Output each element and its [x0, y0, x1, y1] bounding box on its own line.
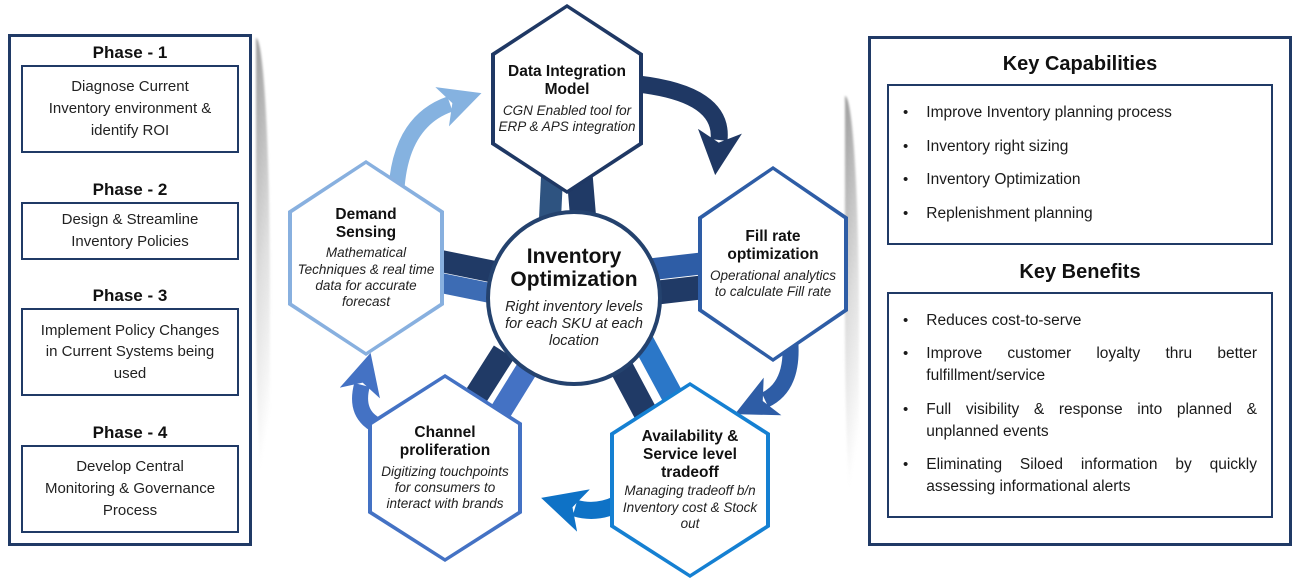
bullet-icon: • [903, 171, 909, 189]
phase-1-box: Diagnose Current Inventory environment &… [21, 65, 239, 153]
hexagon-title: Channel proliferation [399, 423, 491, 459]
phase-2-description: Design & Streamline Inventory Policies [61, 210, 199, 250]
phase-1-description: Diagnose Current Inventory environment &… [48, 78, 212, 139]
diagram-shadow [845, 96, 859, 554]
phase-3-label: Phase - 3 [92, 286, 168, 306]
capability-text: Improve Inventory planning process [926, 104, 1172, 121]
benefit-item: • Improve customer loyalty thru better fu… [903, 343, 1257, 386]
capability-item: • Replenishment planning [903, 203, 1257, 225]
phase-1-label: Phase - 1 [92, 43, 168, 62]
bullet-icon: • [903, 345, 909, 363]
spoke-demand-light [434, 272, 497, 304]
benefit-item: • Full visibility & response into planned… [903, 399, 1257, 442]
benefit-text: Improve customer loyalty thru better ful… [926, 345, 1257, 385]
hexagon-subtitle: Operational analytics to calculate Fill … [709, 267, 837, 299]
bullet-icon: • [903, 311, 909, 329]
phase-2-box: Design & Streamline Inventory Policies [21, 201, 239, 260]
hexagon-title: Data Integration Model [508, 63, 626, 98]
phase-3: Phase - 3 Implement Policy Changes in Cu… [21, 284, 239, 397]
hexagon-title: Fill rate optimization [727, 228, 819, 263]
capability-item: • Improve Inventory planning process [903, 102, 1257, 124]
phases-panel: Phase - 1 Diagnose Current Inventory env… [8, 34, 252, 546]
bullet-icon: • [903, 104, 909, 121]
capability-text: Inventory right sizing [926, 137, 1069, 155]
hexagon-subtitle: CGN Enabled tool for ERP & APS integrati… [498, 102, 636, 134]
phase-2-label: Phase - 2 [92, 179, 168, 199]
hexagon-subtitle: Mathematical Techniques & real time data… [297, 245, 435, 309]
hexagon-subtitle: Digitizing touchpoints for consumers to … [381, 463, 509, 511]
key-capabilities-heading: Key Capabilities [1002, 53, 1158, 75]
bullet-icon: • [903, 137, 909, 155]
hexagon-subtitle: Managing tradeoff b/n Inventory cost & S… [622, 483, 758, 531]
hexagon-data-integration-model: Data Integration Model CGN Enabled tool … [491, 4, 643, 194]
phase-3-description: Implement Policy Changes in Current Syst… [40, 321, 220, 383]
left-panel-shadow [256, 38, 270, 546]
benefit-item: • Reduces cost-to-serve [903, 310, 1257, 332]
phase-1: Phase - 1 Diagnose Current Inventory env… [21, 41, 239, 153]
hexagon-title: Availability & Service level tradeoff [641, 428, 739, 481]
phase-4-box: Develop Central Monitoring & Governance … [21, 444, 239, 533]
capability-item: • Inventory Optimization [903, 169, 1257, 191]
phase-4: Phase - 4 Develop Central Monitoring & G… [21, 421, 239, 533]
capability-item: • Inventory right sizing [903, 136, 1257, 158]
key-capabilities-list: • Improve Inventory planning process • Inv… [903, 102, 1257, 225]
arrow-demand-to-data [388, 87, 482, 199]
benefit-item: • Eliminating Siloed information by quick… [903, 454, 1257, 497]
bullet-icon: • [903, 400, 909, 418]
benefit-text: Reduces cost-to-serve [926, 311, 1082, 329]
benefit-text: Full visibility & response into planned … [926, 400, 1257, 440]
hub-title: Inventory Optimization [510, 245, 638, 292]
hub-inventory-optimization: Inventory Optimization Right inventory l… [486, 210, 662, 386]
phase-2: Phase - 2 Design & Streamline Inventory … [21, 178, 239, 260]
key-benefits-list: • Reduces cost-to-serve • Improve customer… [903, 310, 1257, 498]
capability-text: Replenishment planning [926, 205, 1093, 223]
arrow-data-to-fill [636, 75, 742, 176]
benefit-text: Eliminating Siloed information by quickl… [926, 456, 1257, 495]
key-benefits-heading: Key Benefits [1019, 260, 1141, 283]
phase-4-description: Develop Central Monitoring & Governance … [44, 458, 216, 519]
capability-text: Inventory Optimization [926, 171, 1081, 189]
summary-panel: Key Capabilities • Improve Inventory plan… [868, 36, 1292, 546]
bullet-icon: • [903, 205, 909, 223]
phase-4-label: Phase - 4 [92, 422, 168, 442]
key-benefits-box: • Reduces cost-to-serve • Improve customer… [887, 291, 1273, 518]
spoke-demand-dark [433, 249, 498, 283]
hexagon-title: Demand Sensing [335, 205, 397, 241]
key-capabilities-box: • Improve Inventory planning process • Inv… [887, 84, 1273, 245]
bullet-icon: • [903, 456, 909, 474]
hub-subtitle: Right inventory levels for each SKU at e… [505, 298, 643, 350]
phase-3-box: Implement Policy Changes in Current Syst… [21, 308, 239, 397]
